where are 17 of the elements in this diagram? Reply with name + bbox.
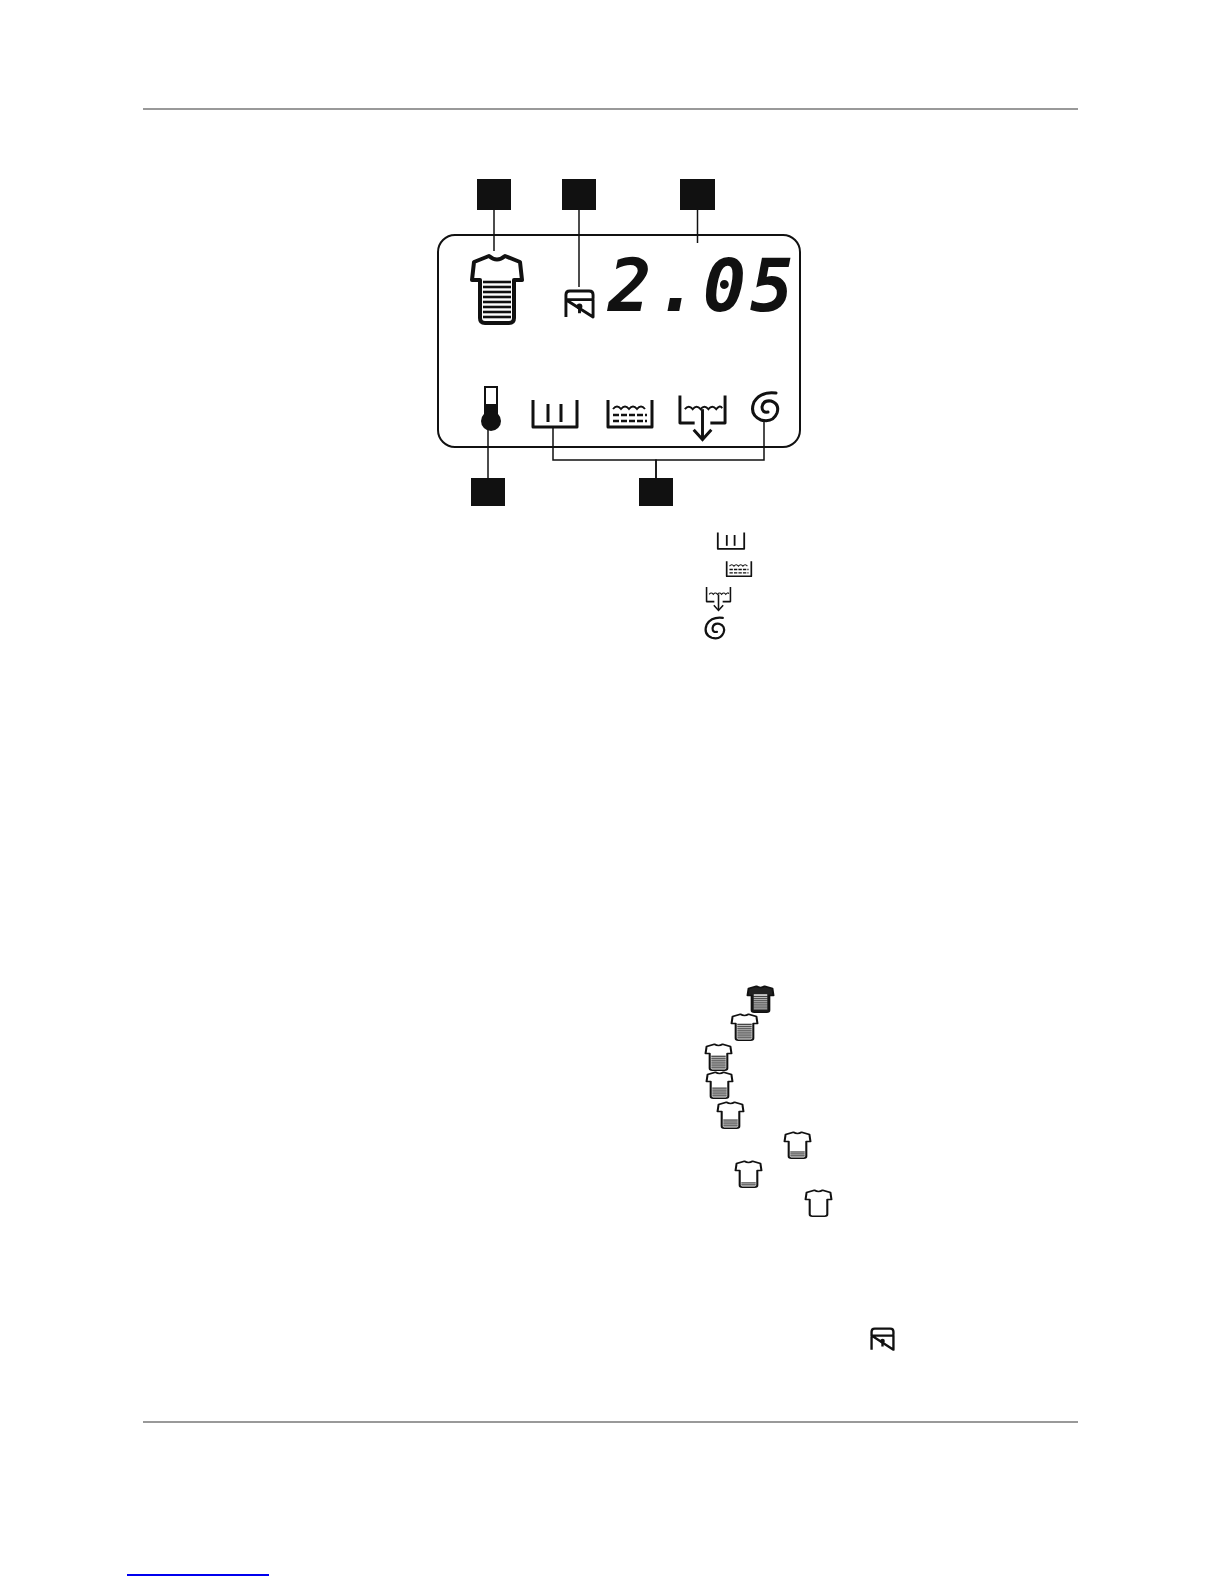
wash-icon bbox=[530, 398, 580, 430]
leader-line bbox=[655, 420, 765, 479]
thermometer-icon bbox=[479, 386, 504, 432]
leader-line bbox=[696, 209, 699, 244]
callout-box bbox=[562, 179, 596, 210]
lock-icon bbox=[563, 289, 596, 320]
shirt-icon bbox=[469, 253, 525, 325]
callout-box bbox=[477, 179, 511, 210]
callout-box bbox=[639, 478, 673, 506]
leader-line bbox=[493, 209, 495, 252]
drain-icon bbox=[677, 393, 728, 443]
lcd-display-panel bbox=[437, 234, 801, 448]
rinse-icon bbox=[605, 398, 655, 430]
leader-line bbox=[578, 209, 580, 288]
callout-box bbox=[680, 179, 715, 210]
callout-box bbox=[471, 478, 505, 506]
leader-line bbox=[487, 429, 489, 479]
